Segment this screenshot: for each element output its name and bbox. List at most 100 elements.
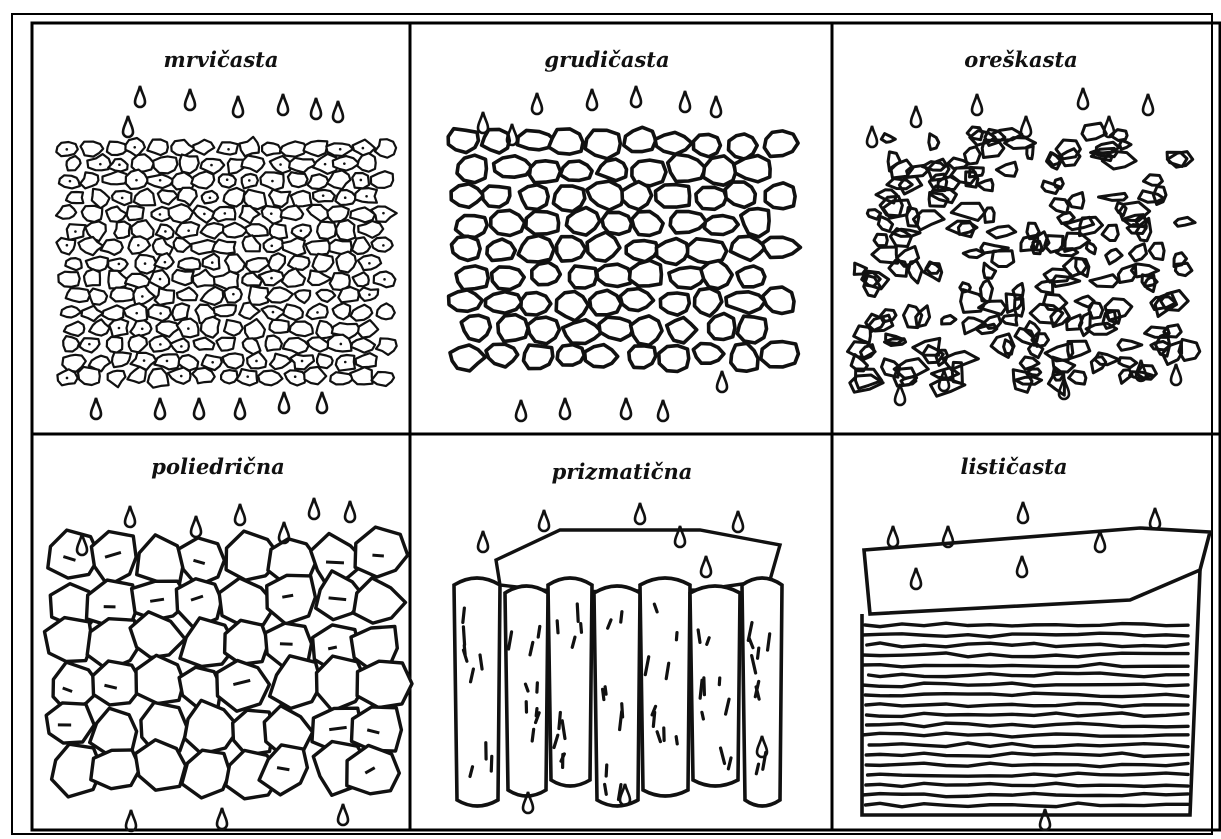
water-drop [587, 89, 597, 110]
water-drop [1018, 502, 1028, 523]
soil-aggregate [1089, 303, 1103, 319]
crack-line [329, 598, 347, 600]
soil-aggregate [78, 367, 100, 385]
soil-aggregate [129, 335, 147, 352]
prism-column [548, 578, 592, 786]
soil-aggregate [288, 256, 310, 270]
soil-aggregate [336, 220, 355, 240]
texture-stroke [702, 712, 703, 719]
texture-stroke [622, 704, 623, 717]
soil-aggregate [249, 286, 269, 305]
illustration-crumb [56, 86, 397, 419]
pore-dot [382, 244, 385, 247]
soil-aggregate [270, 354, 291, 370]
soil-aggregate [178, 258, 200, 270]
panel-title-crumb: mrvičasta [164, 47, 279, 72]
soil-aggregate [270, 223, 287, 238]
soil-aggregate [656, 185, 690, 208]
soil-aggregate [316, 321, 333, 339]
soil-aggregate [1086, 242, 1095, 254]
soil-aggregate [693, 344, 724, 364]
soil-aggregate [89, 289, 107, 305]
soil-aggregate [765, 183, 795, 209]
texture-stroke [704, 678, 705, 695]
soil-aggregate [456, 266, 488, 290]
soil-aggregate [376, 338, 397, 355]
platy-layer [863, 653, 1188, 657]
illustration-granular [448, 86, 800, 421]
soil-aggregate [82, 206, 103, 222]
soil-aggregate [631, 316, 662, 345]
pore-dot [300, 229, 303, 232]
soil-aggregate [456, 216, 488, 238]
platy-layer [865, 693, 1188, 696]
soil-aggregate [491, 210, 525, 235]
water-drop [507, 124, 517, 145]
soil-aggregate [597, 264, 631, 286]
soil-aggregate [1102, 225, 1118, 240]
soil-aggregate [904, 305, 922, 327]
soil-aggregate [897, 247, 919, 267]
pore-dot [224, 212, 227, 215]
water-drop [123, 116, 133, 137]
soil-aggregate [114, 222, 130, 239]
soil-aggregate [193, 140, 214, 155]
soil-aggregate [1119, 370, 1132, 384]
water-drop [539, 510, 549, 531]
soil-aggregate [528, 317, 560, 344]
soil-aggregate [172, 303, 189, 320]
platy-layer [869, 673, 1188, 677]
pore-dot [232, 293, 235, 296]
soil-aggregate [1175, 263, 1192, 275]
soil-aggregate [191, 171, 214, 188]
soil-aggregate [289, 158, 316, 173]
pore-dot [159, 312, 162, 315]
pore-dot [344, 196, 347, 199]
pore-dot [159, 179, 162, 182]
pore-dot [66, 244, 69, 247]
pore-dot [365, 195, 368, 198]
soil-aggregate [80, 172, 98, 188]
pore-dot [382, 212, 385, 215]
soil-aggregate [452, 236, 481, 260]
panel-title-granular: grudičasta [544, 47, 669, 72]
pore-dot [187, 327, 190, 330]
panel-title-platy: lističasta [961, 454, 1068, 479]
texture-stroke [698, 630, 700, 642]
soil-aggregate [246, 258, 269, 272]
prism-column [640, 578, 690, 796]
water-drop [338, 804, 348, 825]
soil-aggregate [304, 141, 328, 156]
soil-aggregate [1120, 141, 1131, 150]
soil-aggregate [130, 320, 151, 337]
water-drop [532, 93, 542, 114]
pore-dot [159, 278, 162, 281]
soil-aggregate [182, 750, 230, 798]
soil-aggregate [358, 320, 378, 338]
soil-aggregate [521, 293, 551, 316]
prism-column [454, 578, 500, 806]
soil-aggregate [136, 655, 184, 703]
soil-aggregate [127, 206, 144, 220]
soil-aggregate [737, 316, 766, 343]
soil-aggregate [693, 134, 720, 156]
platy-layer [862, 683, 1188, 687]
soil-aggregate [1119, 358, 1137, 368]
water-drop [233, 96, 243, 117]
platy-layer [866, 803, 1188, 807]
soil-aggregate [530, 161, 561, 183]
water-drop [1104, 116, 1114, 137]
pore-dot [180, 345, 183, 348]
soil-aggregate [585, 130, 620, 159]
water-drop [1171, 364, 1181, 385]
crack-line [282, 595, 293, 597]
pore-dot [164, 261, 167, 264]
pore-dot [324, 163, 327, 166]
crack-line [326, 562, 344, 563]
soil-aggregate [1144, 175, 1163, 186]
soil-aggregate [61, 306, 81, 317]
soil-aggregate [148, 368, 169, 387]
texture-stroke [603, 689, 604, 699]
soil-aggregate [377, 303, 395, 319]
crack-line [372, 555, 383, 556]
